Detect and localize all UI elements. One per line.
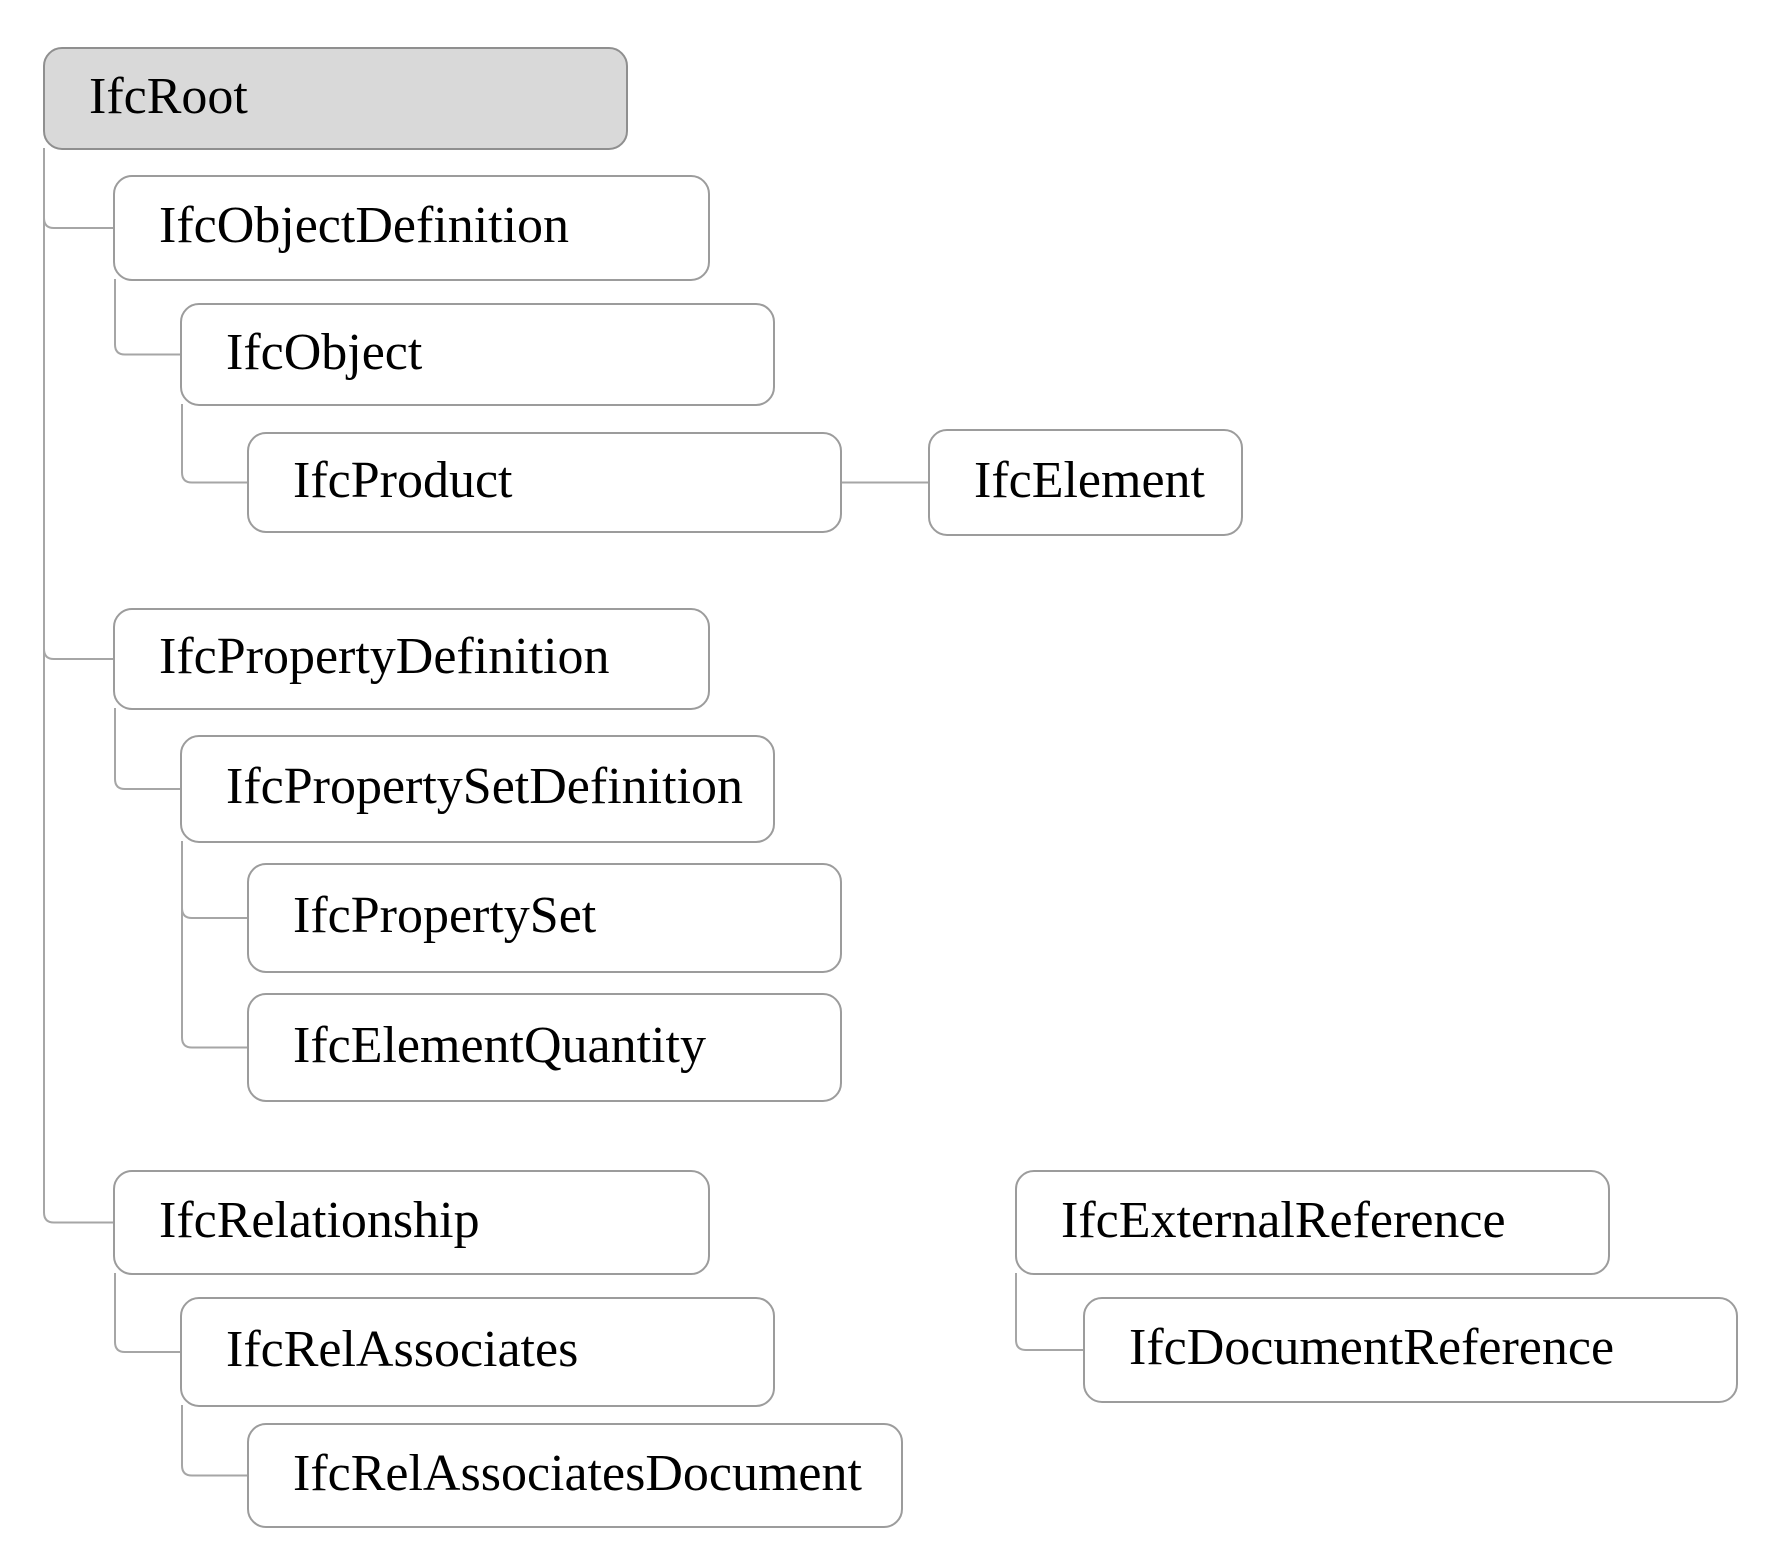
node-ifcdocumentreference: IfcDocumentReference	[1083, 1297, 1738, 1403]
node-ifcrelassociates: IfcRelAssociates	[180, 1297, 775, 1407]
node-ifcpropertydefinition: IfcPropertyDefinition	[113, 608, 710, 710]
node-ifcelementquantity: IfcElementQuantity	[247, 993, 842, 1102]
connector-edge-ifcobjectdefinition	[43, 148, 113, 229]
connector-edge-ifcrelationship	[43, 148, 113, 1224]
node-label: IfcExternalReference	[1061, 1191, 1506, 1249]
node-ifcproduct: IfcProduct	[247, 432, 842, 533]
node-label: IfcDocumentReference	[1129, 1319, 1615, 1376]
node-ifcrelationship: IfcRelationship	[113, 1170, 710, 1275]
connector-edge-ifcobject	[114, 279, 180, 356]
node-label: IfcPropertySet	[293, 887, 597, 944]
node-label: IfcRoot	[89, 67, 248, 125]
node-ifcexternalreference: IfcExternalReference	[1015, 1170, 1610, 1275]
node-label: IfcElementQuantity	[293, 1016, 706, 1074]
node-label: IfcRelationship	[159, 1191, 480, 1249]
node-label: IfcRelAssociates	[226, 1321, 579, 1378]
node-label: IfcElement	[974, 451, 1205, 509]
node-ifcobjectdefinition: IfcObjectDefinition	[113, 175, 710, 281]
connector-edge-ifcpropertydefinition	[43, 148, 113, 660]
node-label: IfcPropertySetDefinition	[226, 758, 743, 815]
node-ifcpropertyset: IfcPropertySet	[247, 863, 842, 973]
connector-edge-ifcpropertyset	[181, 841, 247, 919]
node-label: IfcRelAssociatesDocument	[293, 1444, 862, 1502]
node-label: IfcObjectDefinition	[159, 197, 570, 254]
connector-edge-ifcpropertysetdefinition	[114, 708, 180, 790]
node-label: IfcObject	[226, 323, 423, 381]
node-label: IfcPropertyDefinition	[159, 628, 610, 685]
node-ifcroot: IfcRoot	[43, 47, 628, 150]
connector-edge-ifcrelassociates	[114, 1273, 180, 1353]
node-ifcrelassociatesdocument: IfcRelAssociatesDocument	[247, 1423, 903, 1528]
connector-edge-ifcdocumentreference	[1015, 1273, 1083, 1351]
node-label: IfcProduct	[293, 451, 513, 509]
node-ifcpropertysetdefinition: IfcPropertySetDefinition	[180, 735, 775, 843]
node-ifcobject: IfcObject	[180, 303, 775, 406]
node-ifcelement: IfcElement	[928, 429, 1243, 536]
connector-edge-ifcelementquantity	[181, 841, 247, 1049]
connector-edge-ifcproduct	[181, 404, 247, 484]
connector-edge-ifcrelassociatesdocument	[181, 1405, 247, 1477]
